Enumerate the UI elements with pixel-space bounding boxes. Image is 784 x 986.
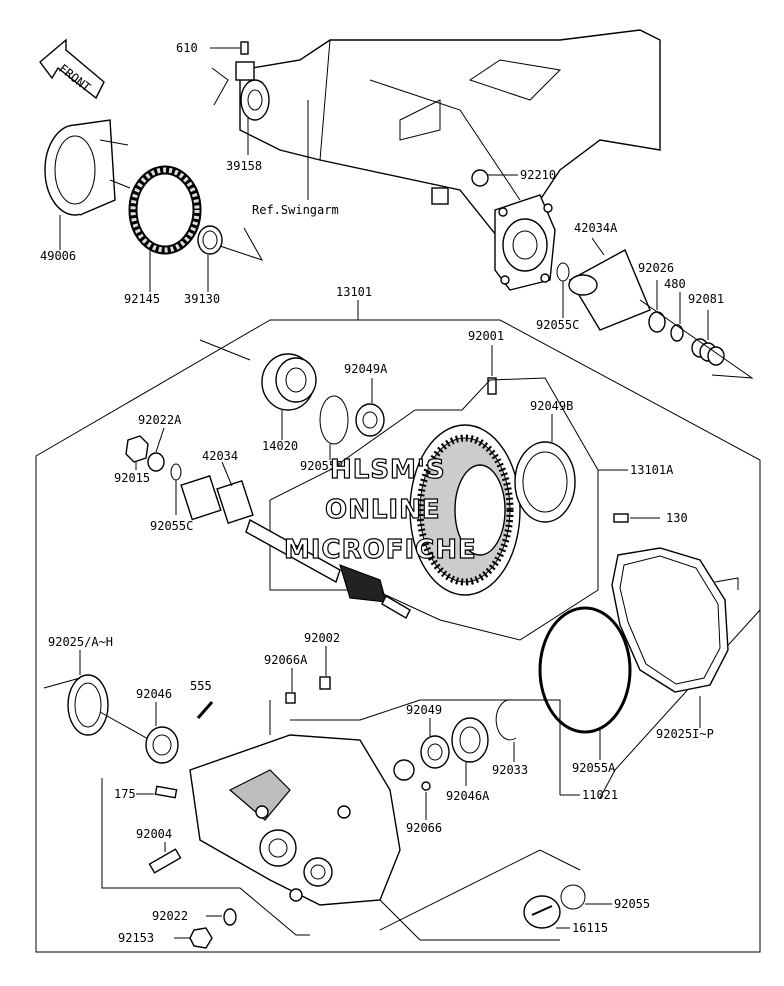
part-42034A-shape [568,249,651,331]
watermark-line-1: HLSM'S [330,455,446,485]
ref-swingarm-label: Ref.Swingarm [252,203,339,217]
part-16115-shape [523,895,561,929]
label-92145: 92145 [124,292,160,306]
part-92145-shape [128,165,202,255]
label-92025AH: 92025/A~H [48,635,113,649]
label-92066: 92066 [406,821,442,835]
label-92081: 92081 [688,292,724,306]
label-13101A: 13101A [630,463,674,477]
label-610: 610 [176,41,198,55]
part-92046A-shape [451,717,489,763]
label-92210: 92210 [520,168,556,182]
label-92049B: 92049B [530,399,573,413]
label-92055: 92055 [614,897,650,911]
label-13101: 13101 [336,285,372,299]
part-14020-shape [261,353,317,411]
label-92153: 92153 [118,931,154,945]
label-480: 480 [664,277,686,291]
label-92001: 92001 [468,329,504,343]
gasket-92025IP-shape [611,547,729,693]
pinion-shaft-shape [180,475,411,619]
watermark-line-3: MICROFICHE [284,535,477,565]
watermark-line-2: ONLINE [325,495,441,525]
label-92049A: 92049A [344,362,388,376]
label-92033: 92033 [492,763,528,777]
label-92055A: 92055A [572,761,616,775]
swingarm-drawing [235,29,661,291]
label-555: 555 [190,679,212,693]
label-92055C: 92055C [150,519,193,533]
part-92081-shape [691,338,725,366]
watermark: HLSM'S ONLINE MICROFICHE [283,454,477,565]
label-92066A: 92066A [264,653,308,667]
part-49006-shape [44,119,131,216]
label-92025IP: 92025I~P [656,727,714,741]
label-92046A: 92046A [446,789,490,803]
label-130: 130 [666,511,688,525]
label-16115: 16115 [572,921,608,935]
label-92015: 92015 [114,471,150,485]
label-39158: 39158 [226,159,262,173]
label-92049: 92049 [406,703,442,717]
label-42034: 42034 [202,449,238,463]
label-92022: 92022 [152,909,188,923]
ring-gear-shape [409,424,521,596]
label-92004: 92004 [136,827,172,841]
front-arrow-icon: FRONT [39,38,105,100]
label-92022A: 92022A [138,413,182,427]
label-42034A: 42034A [574,221,618,235]
final-gear-case-shape [189,734,401,906]
label-92055C-top: 92055C [536,318,579,332]
label-92026: 92026 [638,261,674,275]
label-92046: 92046 [136,687,172,701]
label-175: 175 [114,787,136,801]
label-11021: 11021 [582,788,618,802]
label-92055B: 92055B [300,459,343,473]
label-92002: 92002 [304,631,340,645]
label-14020: 14020 [262,439,298,453]
label-49006: 49006 [40,249,76,263]
label-39130: 39130 [184,292,220,306]
